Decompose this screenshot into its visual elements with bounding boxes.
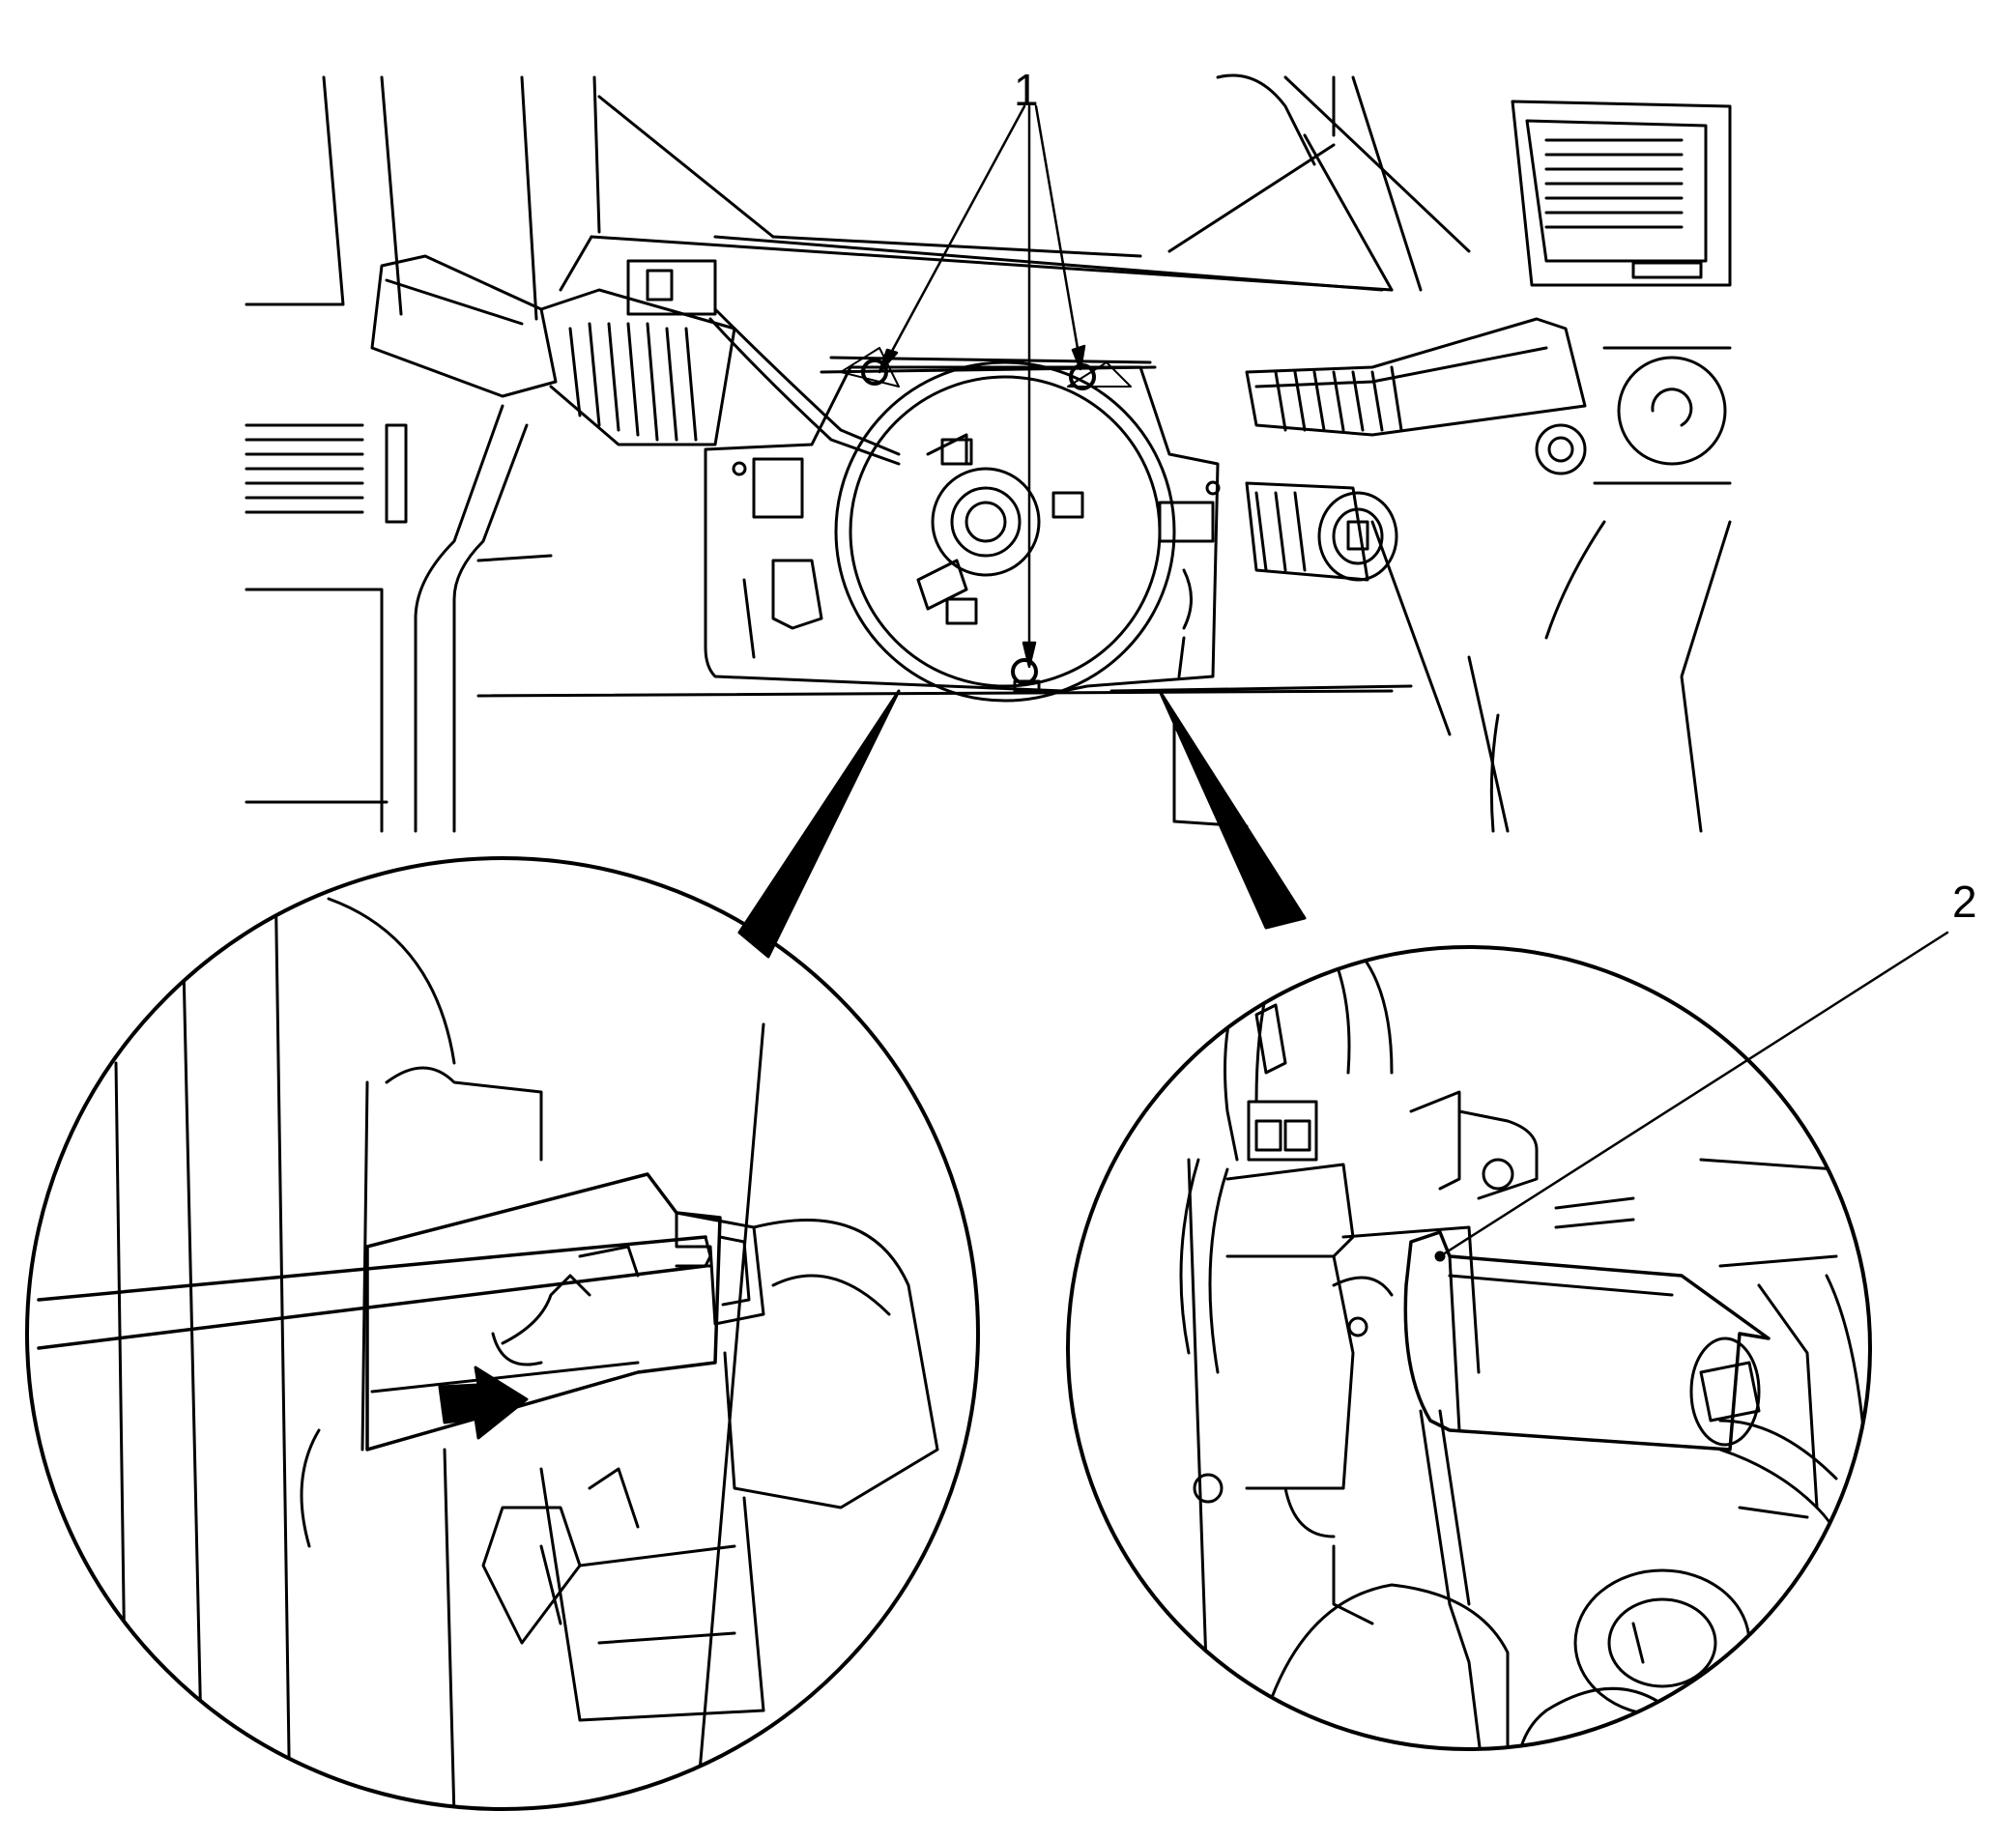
screw-top-left bbox=[840, 347, 900, 388]
switch-housing bbox=[704, 356, 1221, 693]
ignition-lock bbox=[1245, 481, 1398, 582]
push-direction-arrow bbox=[438, 1366, 529, 1440]
right-stalk bbox=[1245, 317, 1587, 437]
screw-top-right bbox=[1067, 361, 1132, 390]
screw-bottom bbox=[1011, 658, 1041, 693]
left-vent bbox=[245, 423, 408, 524]
knob-large bbox=[1617, 356, 1727, 466]
callout-label-2: 2 bbox=[1952, 877, 1977, 927]
overview-view bbox=[245, 73, 1732, 833]
zoom-wedge-left bbox=[737, 689, 901, 959]
knob-small bbox=[1535, 423, 1587, 475]
finger-right bbox=[1513, 1686, 1703, 1749]
left-stalk bbox=[370, 254, 901, 466]
callout-1-leaders bbox=[878, 104, 1086, 669]
detail-view-right bbox=[1066, 931, 1949, 1751]
right-vent bbox=[1511, 100, 1732, 287]
callout-label-1: 1 bbox=[1014, 65, 1039, 115]
detail-view-left bbox=[25, 856, 980, 1811]
finger-left bbox=[1245, 1583, 1510, 1749]
callout-2-leader bbox=[1438, 931, 1949, 1258]
zoom-wedge-right bbox=[1158, 689, 1307, 930]
clock-spring bbox=[834, 360, 1176, 703]
